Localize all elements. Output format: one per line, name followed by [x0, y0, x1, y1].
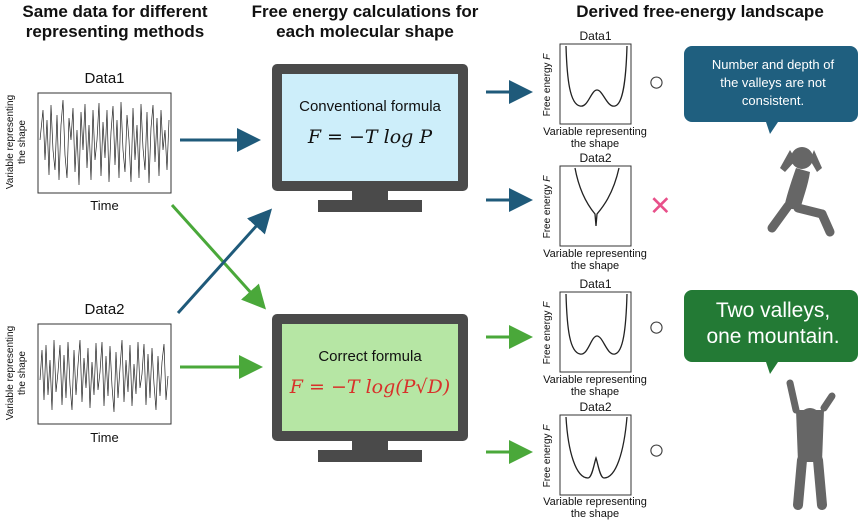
landscape-panel-1-y-label: Free energy F — [542, 53, 553, 117]
landscape-curve-correct-data1 — [565, 293, 628, 355]
data1-timeseries-trace — [39, 99, 170, 186]
landscape-curve-conventional-data1 — [565, 45, 628, 107]
speech-bubble-good — [684, 290, 858, 374]
data1-y-axis-label: Variable representing the shape — [5, 94, 28, 190]
arrow-data1-to-correct — [170, 203, 267, 310]
speech-bubble-good-text: Two valleys, one mountain. — [706, 299, 840, 348]
conventional-formula-title: Conventional formula — [299, 98, 441, 115]
data2-y-axis-label: Variable representing the shape — [5, 325, 28, 421]
landscape-panel-2-title: Data2 — [579, 151, 612, 165]
conventional-formula: F = −T log P — [307, 126, 433, 148]
verdict-cross-icon: ✕ — [649, 191, 672, 221]
monitor-correct-neck — [352, 441, 388, 451]
monitor-conventional-neck — [352, 191, 388, 201]
landscape-panel-4-y-label: Free energy F — [542, 424, 553, 488]
data1-x-axis-label: Time — [90, 198, 119, 213]
landscape-curve-conventional-data2 — [574, 167, 620, 227]
monitor-conventional-stand — [318, 200, 422, 212]
verdict-circle-icon: ○ — [648, 434, 665, 465]
header-landscape: Derived free-energy landscape — [576, 2, 824, 21]
speech-bubble-bad — [684, 46, 858, 134]
landscape-panel-3-x-label: Variable representing the shape — [543, 374, 647, 398]
correct-formula: F = −T log(P√D) — [289, 376, 451, 398]
landscape-panel-3-title: Data1 — [579, 277, 612, 291]
celebrating-person-icon — [786, 379, 836, 510]
landscape-panel-4-x-label: Variable representing the shape — [543, 496, 647, 520]
landscape-panel-3-frame — [559, 291, 632, 373]
data2-title: Data2 — [84, 301, 125, 318]
arrow-data2-to-conventional — [176, 208, 273, 315]
data2-timeseries-trace — [39, 339, 169, 413]
monitor-conventional-screen — [282, 74, 458, 181]
header-input-data: Same data for different representing met… — [22, 2, 208, 41]
data2-x-axis-label: Time — [90, 430, 119, 445]
correct-formula-title: Correct formula — [318, 348, 422, 365]
landscape-panel-2-frame — [559, 165, 632, 247]
landscape-panel-3-y-label: Free energy F — [542, 301, 553, 365]
landscape-panel-1-title: Data1 — [579, 29, 612, 43]
landscape-curve-correct-data2 — [565, 416, 628, 479]
monitor-correct-screen — [282, 324, 458, 431]
data1-title: Data1 — [84, 70, 125, 87]
distressed-person-icon — [767, 147, 835, 237]
speech-bubble-bad-text: Number and depth of the valleys are not … — [711, 57, 835, 108]
landscape-panel-4-title: Data2 — [579, 400, 612, 414]
verdict-circle-icon: ○ — [648, 66, 665, 97]
landscape-panel-2-x-label: Variable representing the shape — [543, 248, 647, 272]
header-calculation: Free energy calculations for each molecu… — [251, 2, 479, 41]
landscape-panel-1-x-label: Variable representing the shape — [543, 126, 647, 150]
monitor-correct-stand — [318, 450, 422, 462]
verdict-circle-icon: ○ — [648, 311, 665, 342]
landscape-panel-2-y-label: Free energy F — [542, 175, 553, 239]
landscape-panel-1-frame — [559, 43, 632, 125]
